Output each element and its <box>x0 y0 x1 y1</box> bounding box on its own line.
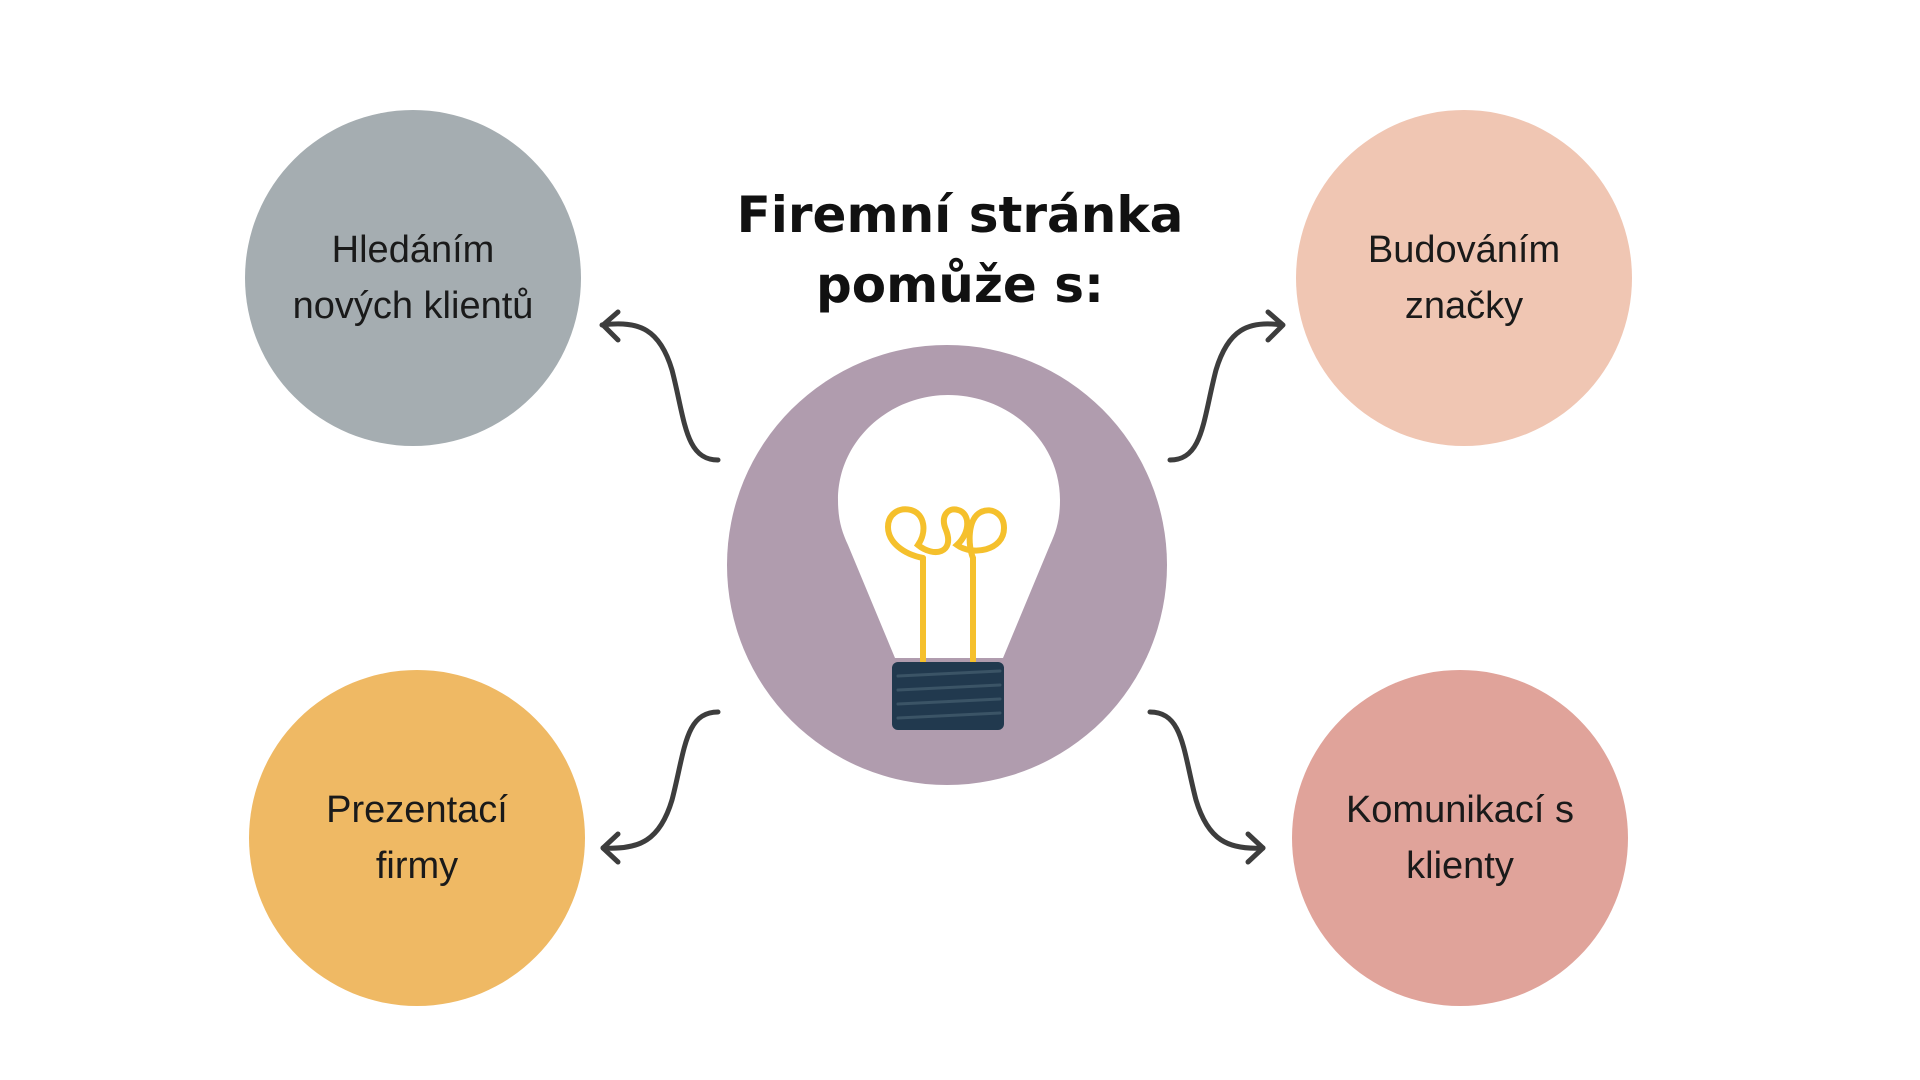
node-company-presentation: Prezentací firmy <box>249 670 585 1006</box>
diagram-title: Firemní stránka pomůže s: <box>700 180 1220 320</box>
node-brand-building: Budováním značky <box>1296 110 1632 446</box>
node-company-presentation-line-1: Prezentací <box>326 789 508 831</box>
arrow-to-client-communication <box>1147 709 1266 865</box>
title-line-1: Firemní stránka <box>736 186 1184 244</box>
node-company-presentation-line-2: firmy <box>375 845 459 887</box>
node-client-communication-line-2: klienty <box>1406 845 1514 887</box>
title-line-2: pomůže s: <box>815 256 1104 314</box>
node-brand-building-line-1: Budováním <box>1367 229 1561 271</box>
bulb-base <box>892 662 1004 730</box>
arrow-to-company-presentation <box>600 709 721 865</box>
node-finding-clients: Hledáním nových klientů <box>245 110 581 446</box>
node-finding-clients-line-2: nových klientů <box>292 285 534 327</box>
node-client-communication-line-1: Komunikací s <box>1345 789 1575 831</box>
node-client-communication: Komunikací s klienty <box>1292 670 1628 1006</box>
node-finding-clients-line-1: Hledáním <box>331 229 495 271</box>
arrow-to-brand-building <box>1167 309 1286 463</box>
bulb-filament <box>884 506 1008 665</box>
node-brand-building-line-2: značky <box>1404 285 1524 327</box>
bulb-glass <box>838 395 1060 658</box>
arrow-to-finding-clients <box>599 309 721 463</box>
lightbulb-icon <box>838 395 1060 730</box>
